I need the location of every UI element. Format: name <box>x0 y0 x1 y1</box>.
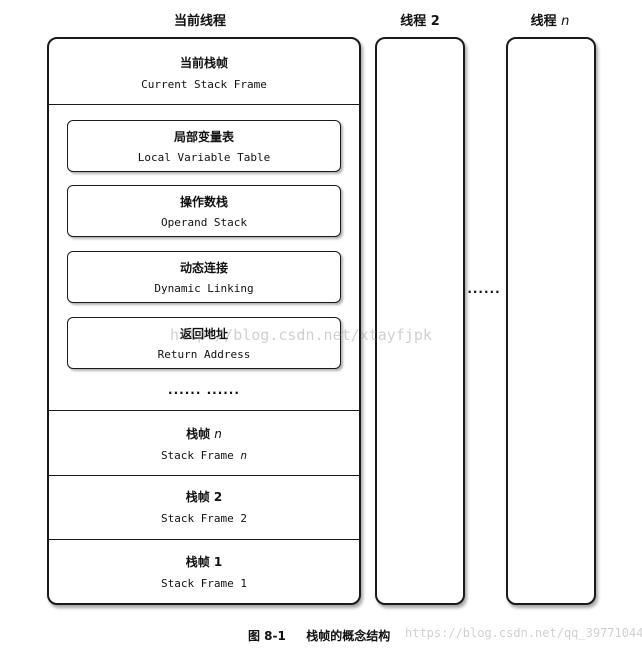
threads-ellipsis: ...... <box>467 282 501 296</box>
current-thread-stack: 当前栈帧 Current Stack Frame 局部变量表 Local Var… <box>47 37 361 605</box>
part-label-cn: 返回地址 <box>179 327 228 341</box>
column-header-thread-2: 线程 2 <box>400 14 440 29</box>
frame-variable: n <box>240 449 248 462</box>
current-frame-title-cn: 当前栈帧 <box>179 56 228 70</box>
watermark-bottom: https://blog.csdn.net/qq_39771044 <box>405 626 642 640</box>
frame-label-en: Stack Frame n <box>160 449 248 462</box>
ellipsis: ...... ...... <box>168 383 240 397</box>
figure-caption: 图 8-1 栈帧的概念结构 <box>248 627 390 644</box>
figure-number: 图 8-1 <box>248 629 286 643</box>
divider <box>49 410 359 411</box>
frame-label-cn: 栈帧 2 <box>185 490 223 504</box>
thread-n-variable: n <box>561 14 570 29</box>
column-header-thread-n: 线程 n <box>500 10 600 29</box>
local-variable-table-box: 局部变量表 Local Variable Table <box>67 120 341 172</box>
return-address-box: 返回地址 Return Address <box>67 317 341 369</box>
divider <box>49 539 359 540</box>
watermark-center: http://blog.csdn.net/xtayfjpk <box>170 326 432 344</box>
part-label-en: Local Variable Table <box>137 151 271 164</box>
stack-frame-1: 栈帧 1 Stack Frame 1 <box>49 540 359 602</box>
figure-title: 栈帧的概念结构 <box>306 629 391 643</box>
current-frame-title-en: Current Stack Frame <box>141 78 267 91</box>
thread-2-stack <box>375 37 465 605</box>
part-label-en: Dynamic Linking <box>154 282 254 295</box>
stack-frame-n: 栈帧 n Stack Frame n <box>49 411 359 475</box>
column-header-current-thread: 当前线程 <box>173 14 226 29</box>
frame-label-cn: 栈帧 n <box>186 427 222 441</box>
thread-n-label: 线程 <box>530 14 557 29</box>
part-label-en: Operand Stack <box>160 216 248 229</box>
part-label-en: Return Address <box>157 348 251 361</box>
current-stack-frame-header: 当前栈帧 Current Stack Frame <box>49 39 359 105</box>
part-label-cn: 操作数栈 <box>179 195 228 209</box>
frame-label-en: Stack Frame 1 <box>160 577 248 590</box>
frame-label-en: Stack Frame 2 <box>160 512 248 525</box>
part-label-cn: 动态连接 <box>179 261 228 275</box>
dynamic-linking-box: 动态连接 Dynamic Linking <box>67 251 341 303</box>
part-label-cn: 局部变量表 <box>173 130 234 144</box>
frame-variable: n <box>214 427 222 441</box>
thread-n-stack <box>506 37 596 605</box>
operand-stack-box: 操作数栈 Operand Stack <box>67 185 341 237</box>
divider <box>49 475 359 476</box>
divider <box>49 104 359 105</box>
stack-frame-2: 栈帧 2 Stack Frame 2 <box>49 476 359 539</box>
frame-label-cn: 栈帧 1 <box>185 555 223 569</box>
